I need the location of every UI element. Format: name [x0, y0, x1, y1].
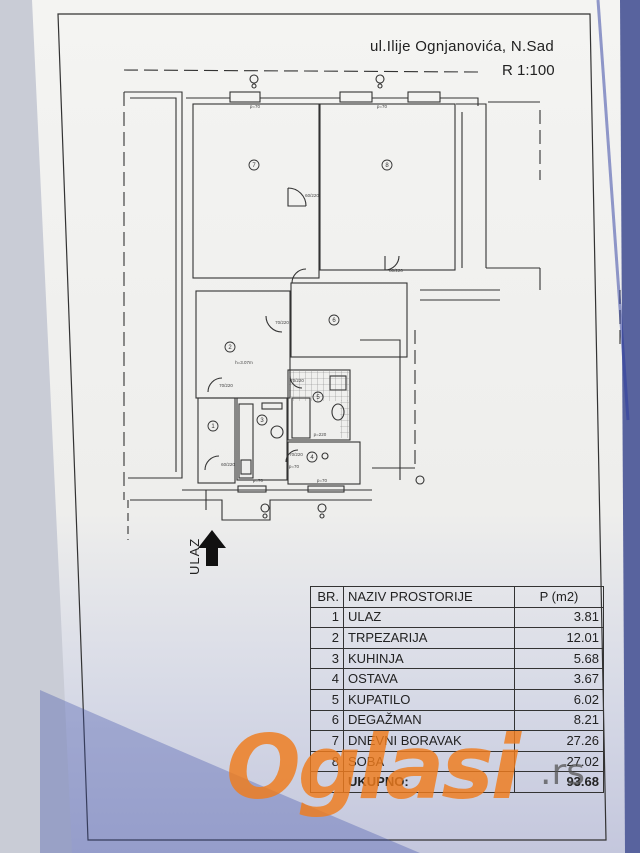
table-total-row: UKUPNO:93.68	[310, 771, 604, 793]
room-name: ULAZ	[343, 606, 515, 629]
door-note: 60/220	[221, 462, 235, 467]
column-header-area: P (m2)	[514, 586, 604, 608]
room-area: 12.01	[514, 627, 604, 649]
room-area: 3.67	[514, 668, 604, 690]
total-label: UKUPNO:	[343, 771, 515, 793]
window-note: p=70	[317, 478, 328, 483]
room-number: 3	[310, 647, 344, 670]
room-marker-2: 2	[228, 345, 232, 351]
room-area: 8.21	[514, 709, 604, 732]
room-marker-5: 5	[316, 395, 320, 401]
room-area: 5.68	[514, 647, 604, 670]
room-marker-8: 8	[385, 163, 389, 169]
room-number: 4	[310, 668, 344, 690]
column-header-number: BR.	[310, 586, 344, 608]
door-note: 60/220	[305, 193, 319, 198]
window-note: p=70	[377, 104, 388, 109]
oglasi-watermark-logo: Oglasi	[226, 716, 521, 819]
room-area: 3.81	[514, 606, 604, 629]
drawing-frame	[57, 13, 607, 841]
room-area: 27.26	[514, 730, 604, 752]
floor-plan	[123, 69, 621, 540]
scale-label: R 1:100	[502, 62, 555, 79]
room-area: 6.02	[514, 688, 604, 711]
window-note: p=70	[289, 464, 300, 469]
room-area: 27.02	[514, 750, 604, 773]
room-name: OSTAVA	[343, 668, 515, 690]
entry-arrow-icon	[198, 530, 226, 566]
room-marker-4: 4	[310, 455, 314, 461]
room-markers	[207, 159, 393, 463]
total-area: 93.68	[514, 771, 604, 793]
window-note: p=70	[253, 478, 264, 483]
room-name: DNEVNI BORAVAK	[343, 730, 515, 752]
room-marker-1: 1	[211, 424, 215, 430]
room-number: 1	[310, 606, 344, 629]
oglasi-watermark-tld: .rs	[540, 752, 585, 793]
room-name: KUHINJA	[343, 647, 515, 670]
room-name: TRPEZARIJA	[343, 627, 515, 649]
door-note: 80/220	[389, 268, 403, 273]
table-header-row: BR. NAZIV PROSTORIJE P (m2)	[310, 586, 604, 608]
ceiling-height-note: h=3.07m	[235, 360, 253, 365]
room-name: SOBA	[343, 750, 515, 773]
room-name: KUPATILO	[343, 688, 515, 711]
door-note: 70/220	[290, 378, 304, 383]
entrance-label: ULAZ	[187, 537, 202, 575]
room-marker-6: 6	[332, 318, 336, 324]
column-header-room-name: NAZIV PROSTORIJE	[343, 586, 515, 608]
door-note: 70/220	[275, 320, 289, 325]
door-note: 70/220	[289, 452, 303, 457]
room-number: 2	[310, 627, 344, 649]
door-note: 70/220	[219, 383, 233, 388]
address-label: ul.Ilije Ognjanovića, N.Sad	[370, 38, 555, 55]
window-note: p=70	[250, 104, 261, 109]
window-note: p=220	[314, 432, 327, 437]
room-marker-3: 3	[260, 418, 264, 424]
room-number: 5	[310, 688, 344, 711]
room-marker-7: 7	[252, 163, 256, 169]
